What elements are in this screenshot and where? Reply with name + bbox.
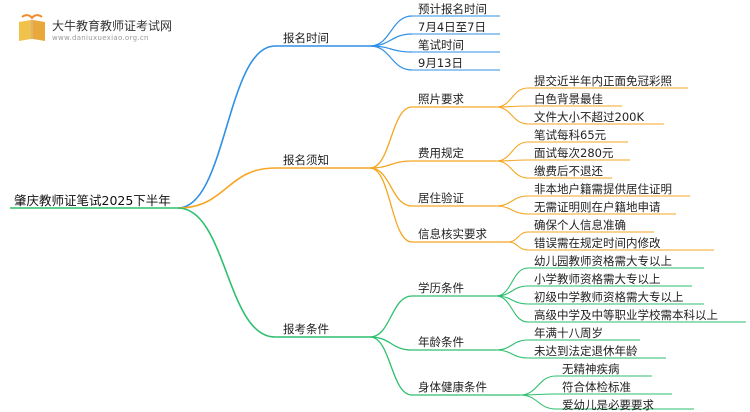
connector-line — [369, 15, 413, 47]
connector-line — [495, 295, 529, 323]
leaf-node: 错误需在规定时间内修改 — [534, 236, 661, 250]
leaf-node: 初级中学教师资格需大专以上 — [534, 290, 684, 304]
connector-line — [519, 375, 557, 396]
branch-registration-time: 报名时间 — [283, 31, 329, 45]
leaf-node: 白色背景最佳 — [534, 92, 603, 106]
root-topic: 肇庆教师证笔试2025下半年 — [14, 193, 171, 208]
connector-line — [369, 167, 413, 243]
leaf-node: 预计报名时间 — [418, 2, 487, 16]
open-book-icon — [19, 14, 45, 41]
connector-line — [369, 167, 413, 207]
connector-line — [495, 87, 529, 108]
group-node: 费用规定 — [418, 146, 464, 160]
connector-line — [177, 167, 276, 209]
leaf-node: 确保个人信息准确 — [534, 218, 626, 232]
connector-line — [507, 241, 529, 251]
leaf-node: 9月13日 — [418, 56, 463, 70]
leaf-node: 提交近半年内正面免冠彩照 — [534, 74, 672, 88]
connector-line — [495, 141, 529, 162]
connector-line — [177, 45, 276, 209]
connector-line — [495, 339, 529, 351]
leaf-node: 无精神疾病 — [562, 362, 620, 376]
group-node: 照片要求 — [418, 92, 464, 106]
group-node: 信息核实要求 — [418, 227, 487, 241]
connector-line — [519, 394, 557, 410]
leaf-node: 笔试每科65元 — [534, 128, 607, 142]
group-node: 身体健康条件 — [418, 380, 487, 394]
connector-line — [369, 336, 413, 396]
connector-line — [495, 267, 529, 297]
connector-line — [495, 106, 529, 125]
branch-registration-notes: 报名须知 — [283, 153, 329, 167]
leaf-node: 面试每次280元 — [534, 146, 614, 160]
leaf-node: 年满十八周岁 — [534, 326, 603, 340]
connector-line — [495, 349, 529, 359]
group-node: 学历条件 — [418, 281, 464, 295]
leaf-node: 符合体检标准 — [562, 380, 631, 394]
connector-line — [495, 205, 529, 215]
logo-title: 大牛教育教师证考试网 — [52, 19, 173, 33]
connector-line — [369, 106, 413, 169]
leaf-node: 非本地户籍需提供居住证明 — [534, 182, 672, 196]
leaf-node: 无需证明则在户籍地申请 — [534, 200, 661, 214]
connector-line — [369, 295, 413, 338]
leaf-node: 幼儿园教师资格需大专以上 — [534, 254, 672, 268]
connector-line — [369, 33, 413, 47]
leaf-node: 7月4日至7日 — [418, 20, 486, 34]
leaf-node: 缴费后不退还 — [534, 164, 603, 178]
leaf-node: 小学教师资格需大专以上 — [534, 272, 661, 286]
connector-line — [495, 195, 529, 207]
logo-url: www.daniuxuexiao.org.cn — [52, 34, 149, 42]
leaf-node: 未达到法定退休年龄 — [534, 344, 638, 358]
leaf-node: 爱幼儿是必要要求 — [562, 398, 654, 412]
leaf-node: 文件大小不超过200K — [534, 110, 644, 124]
branch-application-requirements: 报考条件 — [283, 322, 329, 336]
leaf-node: 高级中学及中等职业学校需本科以上 — [534, 308, 718, 322]
connector-line — [177, 207, 276, 338]
connector-line — [495, 160, 529, 179]
connector-line — [507, 231, 529, 243]
leaf-node: 笔试时间 — [418, 38, 464, 52]
group-node: 居住验证 — [418, 191, 464, 205]
group-node: 年龄条件 — [418, 335, 464, 349]
connector-line — [369, 160, 413, 169]
site-logo: 大牛教育教师证考试网 www.daniuxuexiao.org.cn — [14, 12, 174, 48]
connector-line — [369, 45, 413, 71]
